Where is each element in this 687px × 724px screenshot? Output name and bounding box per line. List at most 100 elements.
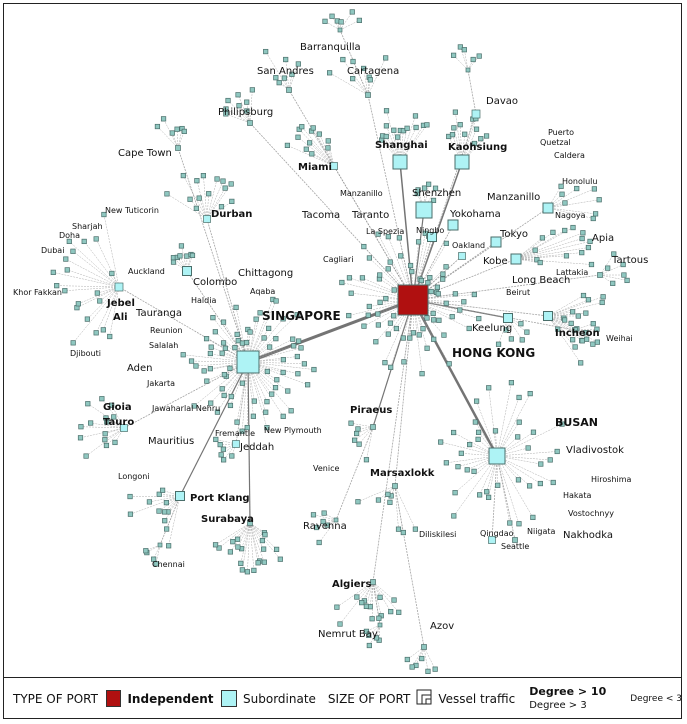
port-node-jebel[interactable]: [114, 282, 124, 292]
leaf-port-node[interactable]: [217, 441, 223, 448]
leaf-port-node[interactable]: [550, 229, 556, 235]
leaf-port-node[interactable]: [281, 75, 287, 81]
leaf-port-node[interactable]: [166, 543, 172, 549]
leaf-port-node[interactable]: [484, 489, 490, 495]
leaf-port-node[interactable]: [107, 333, 113, 340]
leaf-port-node[interactable]: [366, 255, 373, 261]
port-node-qingdao[interactable]: [488, 536, 496, 544]
port-node-miami[interactable]: [330, 162, 338, 170]
port-node-nemrut[interactable]: [377, 622, 383, 628]
independent-port-node[interactable]: [397, 284, 429, 316]
leaf-port-node[interactable]: [200, 173, 207, 179]
port-node-sanandres[interactable]: [286, 87, 292, 93]
leaf-port-node[interactable]: [228, 393, 234, 400]
leaf-port-node[interactable]: [508, 380, 515, 386]
leaf-port-node[interactable]: [562, 227, 568, 234]
leaf-port-node[interactable]: [583, 330, 589, 336]
leaf-port-node[interactable]: [382, 360, 388, 366]
leaf-port-node[interactable]: [299, 124, 305, 130]
leaf-port-node[interactable]: [273, 75, 279, 81]
leaf-port-node[interactable]: [244, 108, 250, 114]
leaf-port-node[interactable]: [401, 359, 407, 365]
leaf-port-node[interactable]: [363, 603, 369, 609]
leaf-port-node[interactable]: [208, 400, 214, 406]
leaf-port-node[interactable]: [396, 609, 402, 615]
leaf-port-node[interactable]: [356, 17, 362, 23]
leaf-port-node[interactable]: [532, 247, 538, 253]
leaf-port-node[interactable]: [264, 368, 270, 375]
leaf-port-node[interactable]: [263, 409, 269, 415]
port-node-davao[interactable]: [471, 109, 481, 119]
leaf-port-node[interactable]: [255, 560, 261, 566]
leaf-port-node[interactable]: [294, 353, 300, 360]
leaf-port-node[interactable]: [164, 526, 170, 532]
leaf-port-node[interactable]: [476, 315, 482, 322]
leaf-port-node[interactable]: [620, 261, 626, 268]
leaf-port-node[interactable]: [324, 522, 330, 528]
leaf-port-node[interactable]: [503, 327, 509, 333]
leaf-port-node[interactable]: [478, 136, 484, 142]
leaf-port-node[interactable]: [427, 275, 433, 281]
leaf-port-node[interactable]: [451, 513, 457, 519]
leaf-port-node[interactable]: [555, 326, 561, 332]
leaf-port-node[interactable]: [276, 80, 282, 86]
port-node-surabaya[interactable]: [247, 520, 253, 526]
leaf-port-node[interactable]: [180, 172, 186, 179]
leaf-port-node[interactable]: [212, 329, 218, 335]
leaf-port-node[interactable]: [273, 336, 279, 342]
leaf-port-node[interactable]: [346, 275, 353, 281]
port-node-portklang[interactable]: [175, 491, 185, 501]
leaf-port-node[interactable]: [100, 327, 106, 333]
leaf-port-node[interactable]: [376, 615, 382, 621]
leaf-port-node[interactable]: [174, 126, 180, 132]
leaf-port-node[interactable]: [316, 131, 322, 137]
leaf-port-node[interactable]: [361, 243, 367, 250]
leaf-port-node[interactable]: [239, 380, 246, 386]
leaf-port-node[interactable]: [443, 300, 449, 306]
leaf-port-node[interactable]: [220, 319, 227, 325]
leaf-port-node[interactable]: [575, 313, 581, 319]
leaf-port-node[interactable]: [207, 366, 213, 372]
leaf-port-node[interactable]: [75, 301, 81, 307]
leaf-port-node[interactable]: [249, 87, 255, 93]
leaf-port-node[interactable]: [154, 123, 161, 130]
port-node-sg[interactable]: [236, 350, 260, 374]
leaf-port-node[interactable]: [359, 275, 366, 281]
leaf-port-node[interactable]: [233, 304, 239, 311]
leaf-port-node[interactable]: [288, 408, 294, 414]
leaf-port-node[interactable]: [377, 299, 383, 305]
leaf-port-node[interactable]: [383, 55, 389, 61]
leaf-port-node[interactable]: [476, 53, 482, 59]
leaf-port-node[interactable]: [187, 196, 193, 202]
leaf-port-node[interactable]: [419, 655, 425, 662]
leaf-port-node[interactable]: [410, 330, 417, 336]
leaf-port-node[interactable]: [112, 439, 118, 446]
leaf-port-node[interactable]: [127, 493, 133, 500]
leaf-port-node[interactable]: [234, 419, 240, 425]
leaf-port-node[interactable]: [346, 312, 352, 319]
leaf-port-node[interactable]: [320, 518, 326, 525]
leaf-port-node[interactable]: [471, 140, 478, 147]
leaf-port-node[interactable]: [450, 52, 457, 58]
leaf-port-node[interactable]: [383, 108, 390, 114]
leaf-port-node[interactable]: [383, 295, 389, 302]
leaf-port-node[interactable]: [375, 322, 381, 328]
leaf-port-node[interactable]: [234, 331, 240, 338]
leaf-port-node[interactable]: [146, 499, 153, 505]
leaf-port-node[interactable]: [365, 312, 371, 318]
leaf-port-node[interactable]: [229, 453, 235, 459]
leaf-port-node[interactable]: [181, 128, 187, 135]
leaf-port-node[interactable]: [583, 310, 589, 316]
leaf-port-node[interactable]: [216, 545, 222, 551]
leaf-port-node[interactable]: [431, 336, 437, 342]
leaf-port-node[interactable]: [421, 185, 428, 191]
leaf-port-node[interactable]: [391, 127, 397, 133]
leaf-port-node[interactable]: [83, 453, 89, 459]
leaf-port-node[interactable]: [184, 253, 190, 259]
leaf-port-node[interactable]: [156, 491, 162, 497]
leaf-port-node[interactable]: [354, 594, 360, 600]
port-node-azov[interactable]: [421, 644, 427, 650]
leaf-port-node[interactable]: [432, 185, 439, 191]
leaf-port-node[interactable]: [212, 542, 219, 548]
port-node-capetown[interactable]: [175, 145, 181, 151]
